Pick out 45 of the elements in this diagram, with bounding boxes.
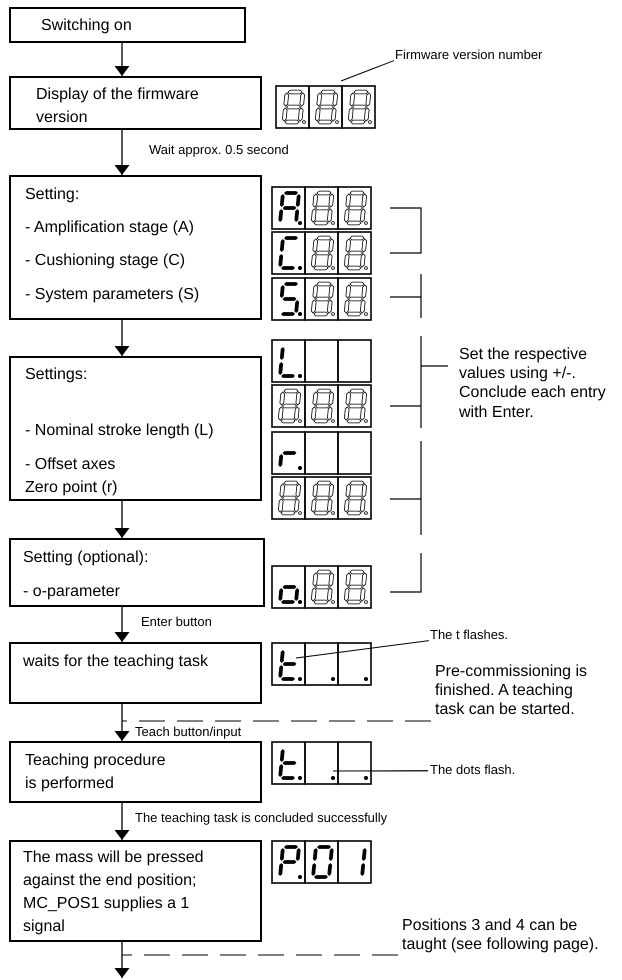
settings-box <box>9 356 262 501</box>
arrow <box>117 607 127 642</box>
box-text: - Amplification stage (A) <box>25 218 195 238</box>
settings-box <box>9 538 265 607</box>
arrow <box>117 43 127 76</box>
process-box <box>9 642 262 704</box>
arrow <box>117 704 127 741</box>
annotation-text: Positions 3 and 4 can be taught (see following page). <box>402 916 620 954</box>
edge-label: Teach button/input <box>133 724 244 739</box>
box-text: Display of the firmware version <box>36 85 200 128</box>
dashed-leader-line <box>122 954 398 956</box>
box-text: The mass will be pressed against the end position; MC_POS1 supplies a 1 signal <box>23 848 205 937</box>
box-heading: Setting (optional): <box>23 548 150 568</box>
arrow <box>117 501 127 538</box>
box-text: - System parameters (S) <box>25 285 200 305</box>
arrow <box>117 320 127 356</box>
box-text: Teaching procedure is performed <box>25 751 167 794</box>
box-text: - Cushioning stage (C) <box>25 251 186 271</box>
process-box <box>9 76 262 130</box>
leader-line <box>340 60 394 82</box>
annotation-text: Firmware version number <box>395 47 585 63</box>
start-box <box>9 7 246 43</box>
arrow <box>117 803 127 840</box>
box-text: waits for the teaching task <box>23 652 209 672</box>
edge-label: Wait approx. 0.5 second <box>147 142 291 157</box>
box-text: - Nominal stroke length (L) <box>25 421 215 441</box>
box-text: Switching on <box>41 16 133 36</box>
process-box <box>9 840 262 942</box>
edge-label: Enter button <box>139 614 214 629</box>
box-text: - Offset axes Zero point (r) <box>25 455 118 498</box>
edge-label: The teaching task is concluded successfully <box>133 810 390 825</box>
process-box <box>9 741 262 803</box>
instruction-note: Set the respective values using +/-. Conclude each entry with Enter. <box>459 345 607 422</box>
leader-line <box>366 770 428 772</box>
arrow <box>117 130 127 175</box>
arrow <box>117 942 127 978</box>
box-heading: Setting: <box>25 185 80 205</box>
annotation-text: The t flashes. <box>430 627 540 643</box>
box-text: - o-parameter <box>23 582 121 602</box>
settings-box <box>9 175 262 320</box>
annotation-text: Pre-commissioning is finished. A teaching task can be started. <box>435 662 595 720</box>
leader-line <box>296 640 430 658</box>
box-heading: Settings: <box>25 365 88 385</box>
dashed-leader-line <box>122 720 432 722</box>
annotation-text: The dots flash. <box>430 762 550 778</box>
